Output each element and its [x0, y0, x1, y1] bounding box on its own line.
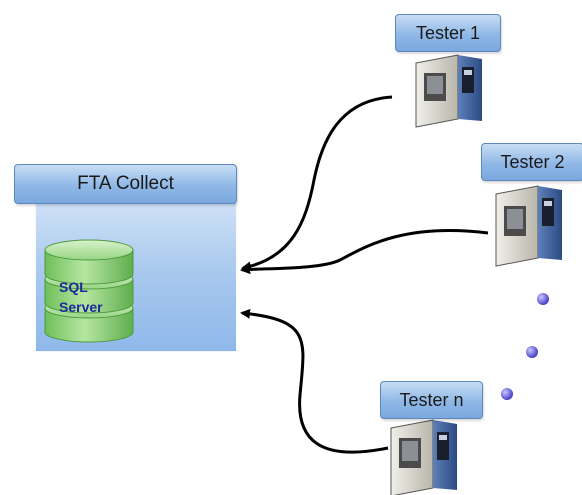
ellipsis-dot-1 — [537, 293, 549, 305]
tester-2-label: Tester 2 — [481, 143, 582, 181]
tester-1-machine-icon — [415, 54, 482, 128]
database-label: SQL Server — [59, 277, 103, 317]
database-label-line1: SQL — [59, 279, 88, 295]
arrow-tester-1-to-collector — [241, 95, 393, 272]
tester-2-machine-icon — [495, 185, 562, 267]
tester-n-machine-icon — [390, 419, 457, 495]
arrow-tester-2-to-collector — [240, 228, 489, 275]
database-label-line2: Server — [59, 299, 103, 315]
tester-1-label: Tester 1 — [395, 14, 501, 52]
collector-title: FTA Collect — [14, 164, 237, 204]
ellipsis-dot-3 — [501, 388, 513, 400]
arrow-tester-n-to-collector — [240, 308, 389, 454]
tester-n-label: Tester n — [380, 381, 483, 419]
ellipsis-dot-2 — [526, 346, 538, 358]
